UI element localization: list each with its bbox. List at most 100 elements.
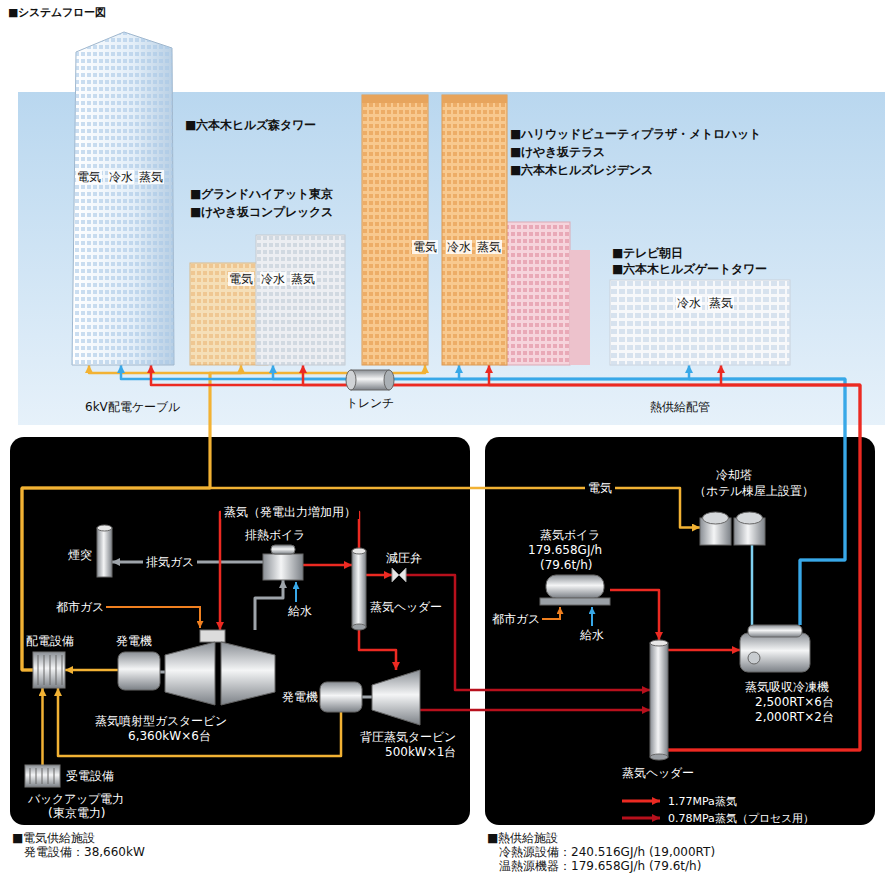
absorption-chiller: 蒸気吸収冷凍機2,500RT×6台2,000RT×2台: [740, 625, 810, 672]
steam-turbine: 背圧蒸気タービン500kW×1台: [372, 670, 420, 725]
node-label: 電気: [76, 170, 102, 184]
graphic: [442, 95, 507, 103]
gas-arrow: [542, 607, 560, 619]
graphic: [44, 655, 45, 685]
water-arrow: [591, 607, 593, 626]
graphic: [650, 643, 668, 757]
graphic: [50, 655, 51, 685]
node-label: トレンチ: [346, 396, 394, 410]
building-name: ■ハリウッドビューティプラザ・メトロハット: [510, 127, 761, 141]
building: ■テレビ朝日■六本木ヒルズゲートタワー冷水蒸気: [610, 280, 790, 365]
graphic: [737, 512, 763, 524]
flow-connector: [668, 365, 860, 750]
graphic: [72, 32, 174, 365]
steam-header: 蒸気ヘッダー: [352, 548, 366, 630]
legend-text: 0.78MPa蒸気（プロセス用）: [668, 812, 814, 825]
graphic: [500, 222, 570, 365]
graphic: [500, 222, 570, 365]
graphic: [540, 598, 610, 605]
diagram-title: ■システムフロー図: [8, 6, 106, 19]
graphic: [320, 682, 362, 712]
graphic: [703, 512, 729, 524]
gas-turbine-shape: [165, 630, 275, 705]
graphic: [610, 280, 790, 365]
graphic: [97, 525, 112, 531]
steam-turbine-shape: [372, 670, 420, 725]
building: ■グランドハイアット東京■けやき坂コンプレックス電気冷水蒸気: [190, 235, 345, 365]
graphic: [362, 95, 428, 103]
node-label: 発電機: [116, 634, 152, 648]
graphic: [30, 768, 31, 784]
graphic: [442, 95, 507, 365]
building-name: ■テレビ朝日: [612, 246, 683, 260]
flow-connector: [366, 574, 392, 577]
graphic: [62, 655, 63, 685]
node-label: 電気: [228, 272, 254, 286]
node-label: 2,500RT×6台: [755, 695, 834, 709]
graphic: [352, 548, 366, 554]
flow-connector: [489, 365, 860, 750]
graphic: [221, 642, 275, 705]
graphic: [650, 754, 668, 760]
graphic: [352, 551, 366, 627]
flow-connector: [255, 580, 283, 630]
generator: 発電機: [118, 652, 160, 690]
graphic: [442, 95, 507, 365]
connector-label: 排気ガス: [143, 555, 197, 569]
graphic: [610, 280, 790, 365]
steam-header-shape: [352, 548, 366, 630]
node-label: 受電設備: [66, 769, 114, 783]
graphic: [748, 625, 802, 637]
flow-connector: [22, 365, 210, 670]
node-label: 蒸気: [138, 170, 164, 184]
flow-connector: [689, 365, 845, 625]
node-label: 蒸気ヘッダー: [622, 766, 694, 780]
graphic: [10, 437, 875, 825]
node-label: 冷熱源設備：240.516GJ/h (19,000RT): [499, 845, 715, 859]
graphic: [25, 765, 60, 787]
steam-header-shape: [650, 640, 668, 760]
node-label: 発電設備：38,660kW: [24, 845, 145, 859]
chimney: 煙突: [97, 525, 112, 580]
graphic: [271, 545, 295, 554]
node-label: 6,360kW×6台: [128, 729, 211, 743]
node-label: 179.658GJ/h: [528, 543, 602, 557]
flow-connector: [22, 365, 425, 670]
node-label: （ホテル棟屋上設置）: [694, 484, 814, 498]
steam-header: 蒸気ヘッダー: [650, 640, 668, 760]
receiving-equipment: 受電設備バックアップ電力(東京電力): [25, 765, 60, 787]
graphic: [748, 652, 760, 664]
trench-shape: [345, 368, 395, 392]
graphic: [392, 568, 406, 582]
graphic: [346, 370, 356, 390]
node-label: ■電気供給施設: [12, 831, 95, 845]
generator-shape: [118, 652, 160, 690]
cooling-tower-shape: [700, 510, 765, 545]
flow-connector: [303, 564, 352, 567]
reducing-valve-shape: [392, 568, 406, 582]
heat-recovery-boiler: 排熱ボイラ: [263, 545, 303, 580]
node-label: 冷水: [108, 170, 134, 184]
node-label: 500kW×1台: [385, 745, 456, 759]
steam-boiler-shape: [540, 575, 610, 605]
node-label: 蒸気ヘッダー: [370, 600, 442, 614]
graphic: [372, 670, 420, 725]
node-label: 2,000RT×2台: [755, 710, 834, 724]
graphic: [362, 95, 428, 365]
graphic: [256, 235, 345, 365]
graphic: [165, 642, 215, 705]
node-label: 蒸気: [476, 240, 502, 254]
graphic: [351, 370, 389, 390]
building-name: ■六本木ヒルズ森タワー: [185, 118, 316, 132]
graphic: [256, 235, 345, 365]
building: ■六本木ヒルズ森タワー電気冷水蒸気: [68, 30, 178, 365]
flow-connector: [610, 590, 659, 640]
node-label: 発電機: [282, 690, 318, 704]
node-label: 蒸気ボイラ: [540, 528, 600, 542]
building-name: ■けやき坂コンプレックス: [190, 205, 333, 219]
building-name: ■六本木ヒルズレジデンス: [510, 163, 653, 177]
graphic: [546, 575, 604, 598]
flow-connector: [121, 365, 845, 625]
building: ■ハリウッドビューティプラザ・メトロハット■けやき坂テラス■六本木ヒルズレジデン…: [362, 95, 507, 365]
building-name: ■けやき坂テラス: [510, 145, 605, 159]
